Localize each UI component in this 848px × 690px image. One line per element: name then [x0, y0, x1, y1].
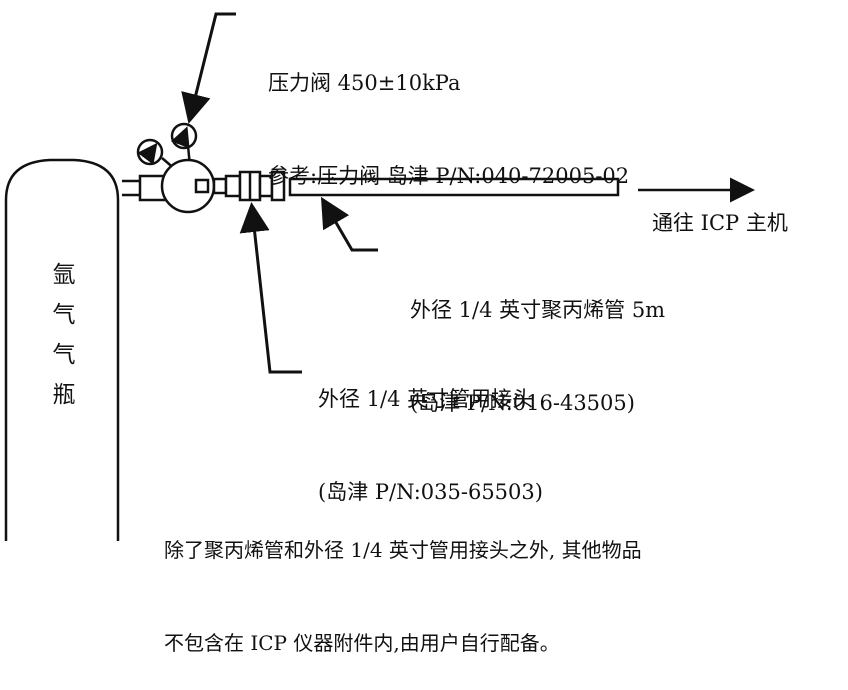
fitting-label-line2: (岛津 P/N:035-65503) — [318, 480, 543, 504]
regulator-label: 压力阀 450±10kPa 参考:压力阀 岛津 P/N:040-72005-02 — [268, 6, 629, 223]
cylinder-label: 氩 气 气 瓶 — [44, 255, 84, 415]
pressure-regulator — [122, 122, 216, 214]
tube-leader — [320, 196, 378, 252]
cylinder-char: 气 — [52, 342, 76, 368]
tube-label: 外径 1/4 英寸聚丙烯管 5m (岛津 P/N:016-43505) — [410, 233, 665, 450]
footnote: 除了聚丙烯管和外径 1/4 英寸管用接头之外, 其他物品 不包含在 ICP 仪器… — [164, 473, 642, 690]
regulator-leader — [181, 12, 236, 124]
cylinder-char: 气 — [52, 302, 76, 328]
fitting-label-line1: 外径 1/4 英寸管用接头 — [318, 387, 534, 411]
fitting-label: 外径 1/4 英寸管用接头 (岛津 P/N:035-65503) — [318, 322, 543, 539]
tube-label-line2: (岛津 P/N:016-43505) — [410, 391, 635, 415]
footnote-line2: 不包含在 ICP 仪器附件内,由用户自行配备。 — [164, 631, 560, 655]
fitting-leader — [239, 202, 302, 374]
argon-cylinder — [4, 158, 120, 541]
tube-fitting — [212, 170, 286, 202]
to-icp-text: 通往 ICP 主机 — [652, 211, 788, 235]
polypropylene-tube — [288, 177, 620, 197]
cylinder-char: 瓶 — [52, 382, 76, 408]
tube-label-line1: 外径 1/4 英寸聚丙烯管 5m — [410, 298, 666, 322]
cylinder-char: 氩 — [52, 262, 76, 288]
gas-supply-diagram — [4, 12, 755, 541]
to-icp-label: 通往 ICP 主机 — [652, 146, 788, 270]
regulator-label-line1: 压力阀 450±10kPa — [268, 71, 461, 95]
regulator-label-line2: 参考:压力阀 岛津 P/N:040-72005-02 — [268, 164, 630, 188]
footnote-line1: 除了聚丙烯管和外径 1/4 英寸管用接头之外, 其他物品 — [164, 538, 642, 562]
